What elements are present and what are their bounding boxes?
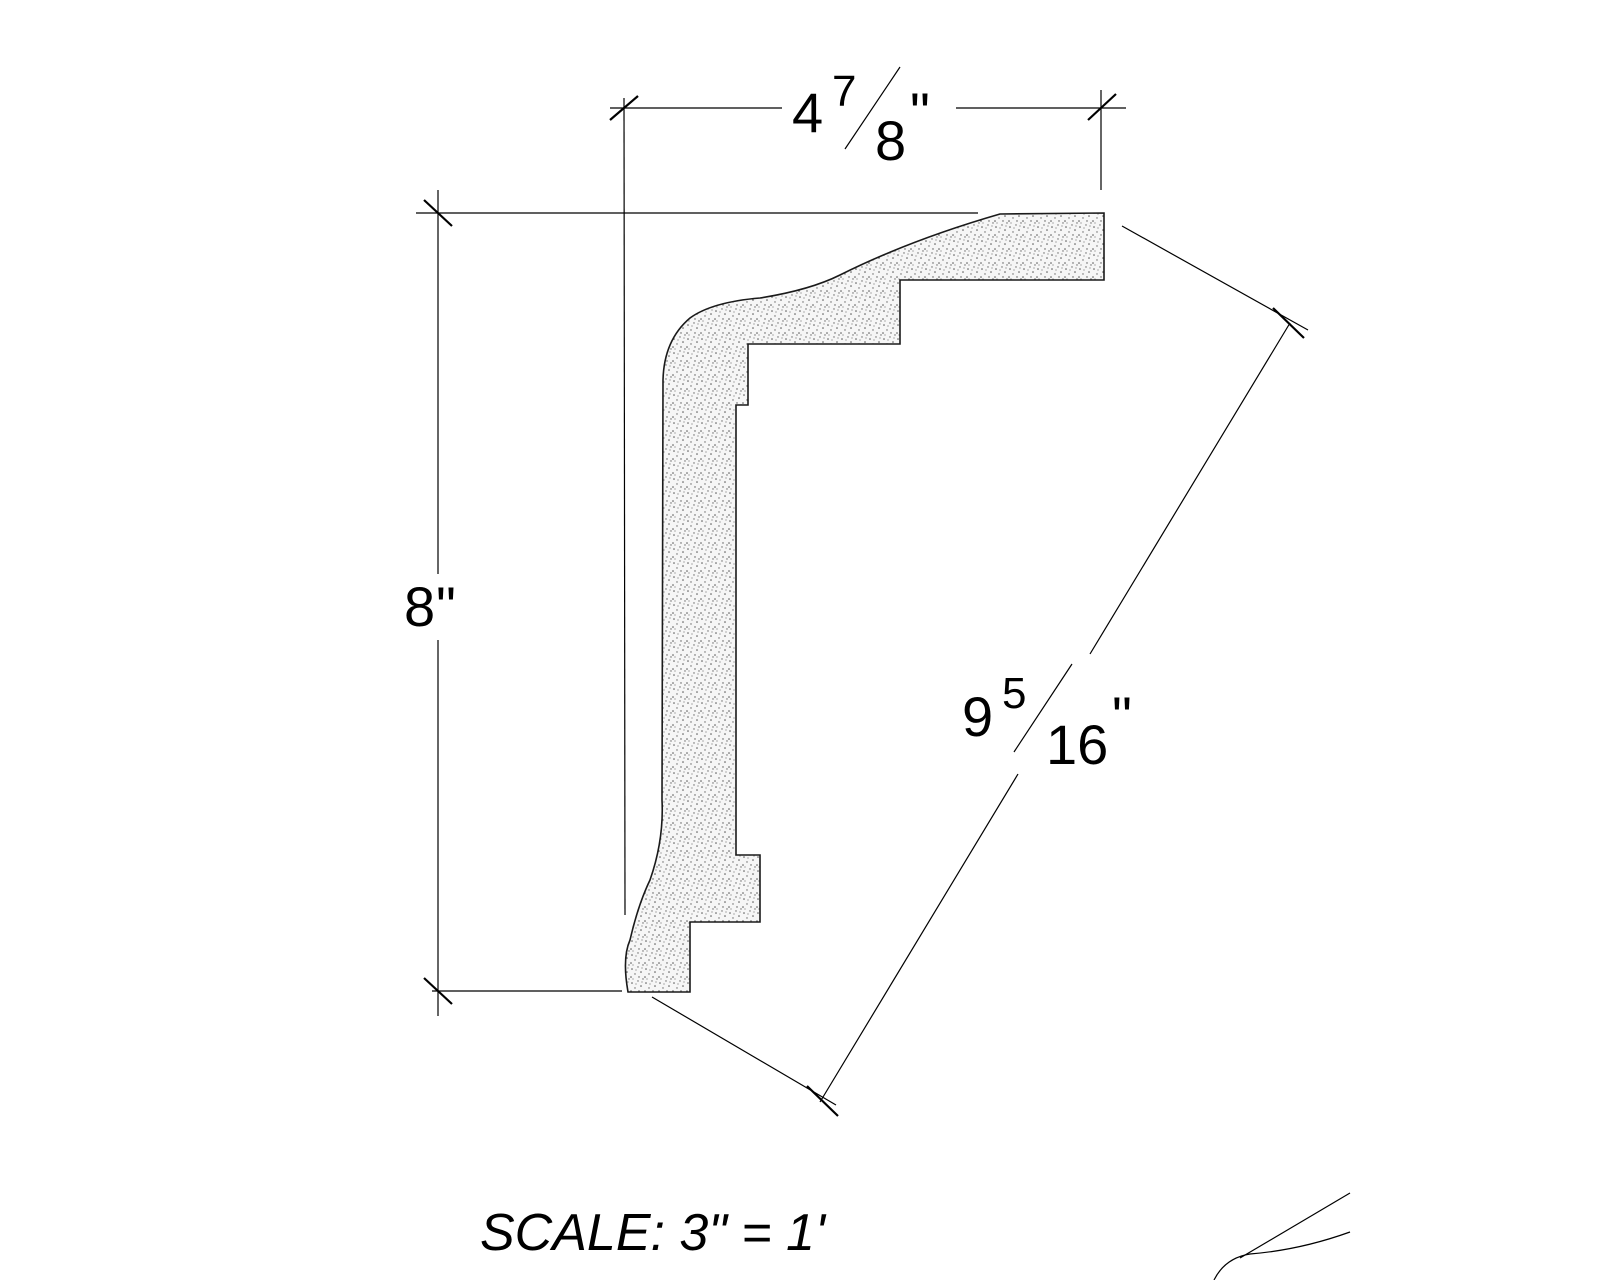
- width-tick-right: [1087, 93, 1117, 121]
- sketch-line-lower: [1213, 1231, 1351, 1280]
- width-numerator: 7: [832, 67, 856, 116]
- diagonal-extension-bottom: [651, 996, 837, 1106]
- scale-label: SCALE: 3" = 1': [480, 1204, 827, 1262]
- diagonal-dimension-line-upper: [1089, 322, 1291, 655]
- height-value: 8: [404, 575, 435, 638]
- diagonal-whole: 9: [962, 685, 993, 748]
- diagonal-tick-bottom: [806, 1085, 839, 1117]
- width-whole: 4: [792, 81, 823, 144]
- diagonal-fraction-slash: [1013, 663, 1073, 753]
- width-denominator: 8: [875, 109, 906, 172]
- width-fraction-slash: [844, 66, 901, 150]
- height-dimension: 8 ": [404, 190, 978, 1016]
- height-unit: ": [436, 575, 456, 638]
- height-tick-top: [423, 199, 453, 227]
- diagonal-unit: ": [1112, 685, 1132, 748]
- width-tick-left: [609, 95, 639, 121]
- partial-sketch: [1213, 1192, 1351, 1280]
- diagonal-dimension-line-lower: [819, 773, 1019, 1103]
- width-dimension: 4 7 8 ": [609, 66, 1126, 916]
- diagonal-dimension: 9 5 16 ": [651, 225, 1309, 1117]
- width-extension-left: [623, 97, 626, 916]
- diagonal-numerator: 5: [1002, 669, 1026, 718]
- width-unit: ": [910, 81, 930, 144]
- molding-profile: [624, 212, 1105, 993]
- diagonal-tick-top: [1272, 307, 1305, 339]
- height-tick-bottom: [423, 977, 453, 1005]
- diagonal-denominator: 16: [1046, 713, 1108, 776]
- sketch-line-upper: [1239, 1192, 1351, 1259]
